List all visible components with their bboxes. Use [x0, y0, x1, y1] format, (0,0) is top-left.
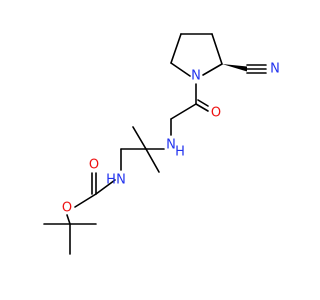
carbonyl-to-ester-o-bond [74, 193, 97, 208]
methyl-down-bond [145, 148, 160, 173]
nitrile-triple-bond [246, 64, 267, 74]
molecule-structure-diagram: N N O N H N H O O [43, 33, 280, 255]
amine-h-label: H [175, 145, 185, 160]
nitrile-n-label: N [270, 62, 280, 77]
stereo-wedge-bond [222, 64, 247, 72]
ring-bond-c5-n [170, 62, 191, 77]
ring-n-label: N [191, 69, 201, 84]
ketone-o-label: O [211, 106, 221, 121]
carbamate-double-o-label: O [89, 158, 99, 173]
carbamate-n-to-carbonyl-bond [95, 179, 116, 195]
pyrrolidine-ring [170, 33, 223, 77]
ring-bond-c4-c5 [170, 33, 182, 64]
ketone-double-bond-line-1 [195, 103, 209, 112]
ketone-double-bond-line-2 [197, 99, 209, 107]
ester-o-to-tbutyl-bond [66, 214, 71, 225]
ring-bond-n-c2 [202, 63, 223, 76]
carbonyl-to-ch2-bond [170, 103, 197, 120]
carbamate-h-label: H [106, 173, 116, 188]
methyl-up-bond [132, 126, 147, 150]
ring-bond-c2-c3 [211, 33, 223, 65]
carbamate-ester-o-label: O [62, 201, 72, 216]
carbamate-n-label: N [116, 173, 126, 188]
amine-n-label: N [166, 138, 176, 153]
